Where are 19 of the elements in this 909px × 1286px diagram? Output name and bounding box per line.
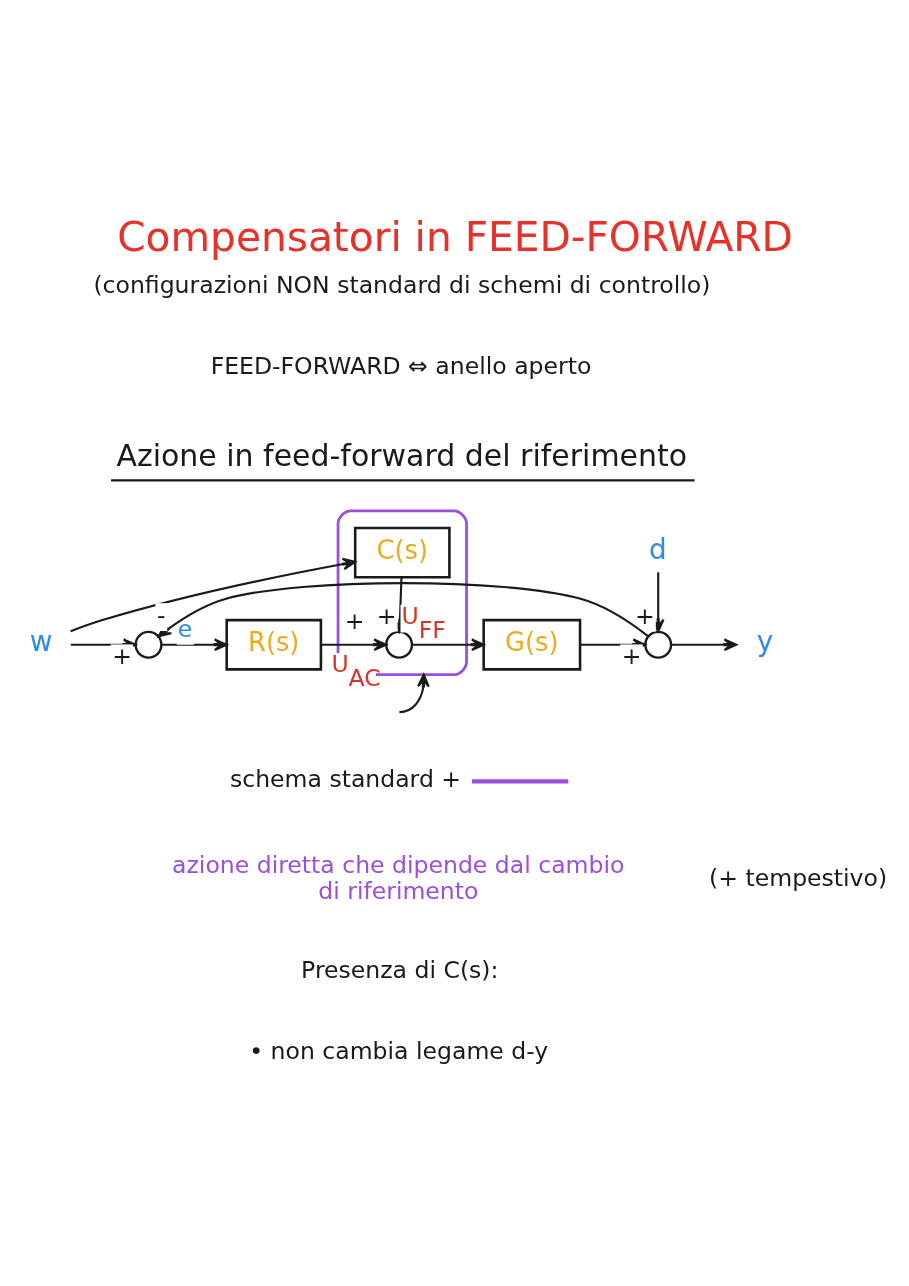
edge-label: e — [177, 614, 193, 643]
node-label: + — [344, 606, 365, 635]
label: Presenza di C(s): — [301, 955, 499, 984]
label: • non cambia legame d-y — [249, 1036, 549, 1065]
label: (+ tempestivo) — [709, 863, 888, 892]
label: Azione in feed-forward del riferimento — [116, 437, 688, 473]
node-text: y — [756, 624, 774, 658]
node-label: + — [376, 601, 397, 630]
node-text: d — [649, 532, 667, 566]
node-label: + — [621, 641, 642, 670]
legend-label: schema standard + — [229, 764, 462, 793]
node-label: - — [157, 600, 166, 629]
diagram-title: Compensatori in FEED-FORWARD — [117, 212, 793, 261]
node-label: + — [112, 641, 132, 670]
label: azione diretta che dipende dal cambio di riferimento — [172, 850, 625, 905]
node-label: + — [634, 601, 655, 630]
label: FEED-FORWARD ⇔ anello aperto — [210, 351, 592, 380]
label: (configurazioni NON standard di schemi di controllo) — [93, 270, 711, 299]
node-text: w — [29, 624, 53, 658]
